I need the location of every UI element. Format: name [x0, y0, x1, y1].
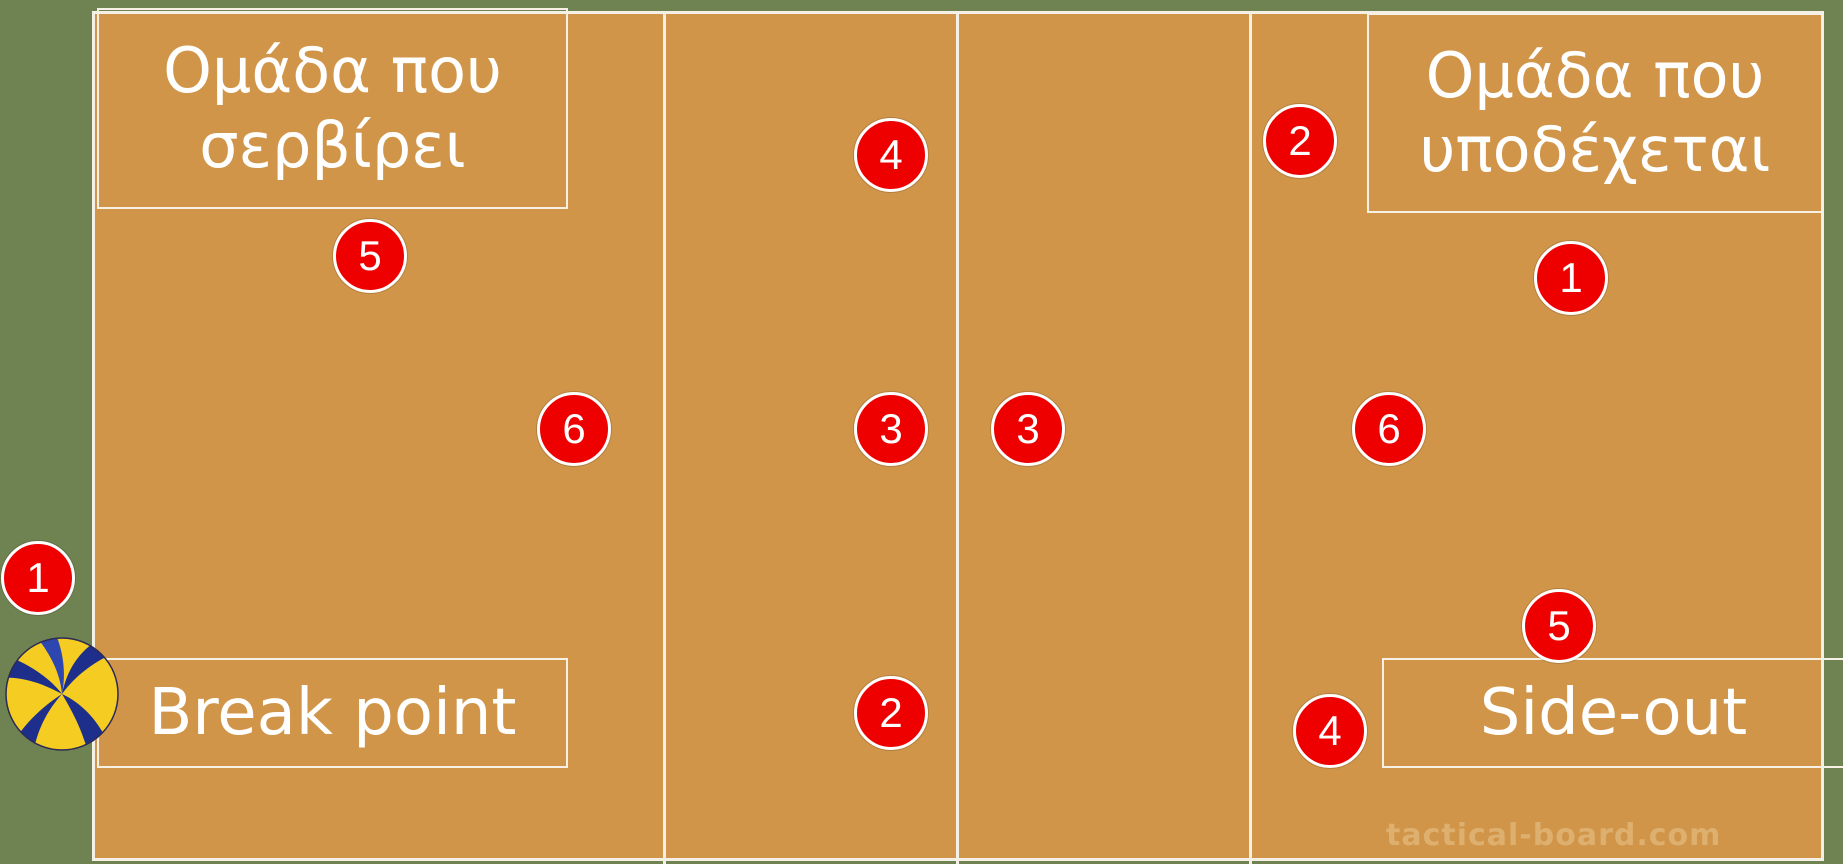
center-net-line	[956, 11, 959, 864]
receiving-player-5[interactable]: 5	[1522, 589, 1596, 663]
receiving-player-6[interactable]: 6	[1352, 392, 1426, 466]
receiving-player-4[interactable]: 4	[1293, 694, 1367, 768]
receiving-player-1[interactable]: 1	[1534, 241, 1608, 315]
serving-player-3[interactable]: 3	[854, 392, 928, 466]
receiving-team-label: Ομάδα που υποδέχεται	[1367, 13, 1823, 213]
serving-player-1[interactable]: 1	[1, 541, 75, 615]
watermark: tactical-board.com	[1386, 818, 1721, 853]
volleyball-icon[interactable]	[2, 634, 122, 754]
serving-player-6[interactable]: 6	[537, 392, 611, 466]
serving-player-4[interactable]: 4	[854, 118, 928, 192]
side-out-text: Side-out	[1480, 675, 1748, 752]
attack-line-right	[1249, 11, 1252, 864]
serving-team-text: Ομάδα που σερβίρει	[163, 34, 502, 183]
serving-player-5[interactable]: 5	[333, 219, 407, 293]
break-point-text: Break point	[148, 675, 516, 752]
serving-player-2[interactable]: 2	[854, 676, 928, 750]
attack-line-left	[663, 11, 666, 864]
break-point-label: Break point	[97, 658, 568, 768]
receiving-player-2[interactable]: 2	[1263, 104, 1337, 178]
side-out-label: Side-out	[1382, 658, 1843, 768]
serving-team-label: Ομάδα που σερβίρει	[97, 8, 568, 209]
receiving-player-3[interactable]: 3	[991, 392, 1065, 466]
receiving-team-text: Ομάδα που υποδέχεται	[1419, 39, 1770, 188]
